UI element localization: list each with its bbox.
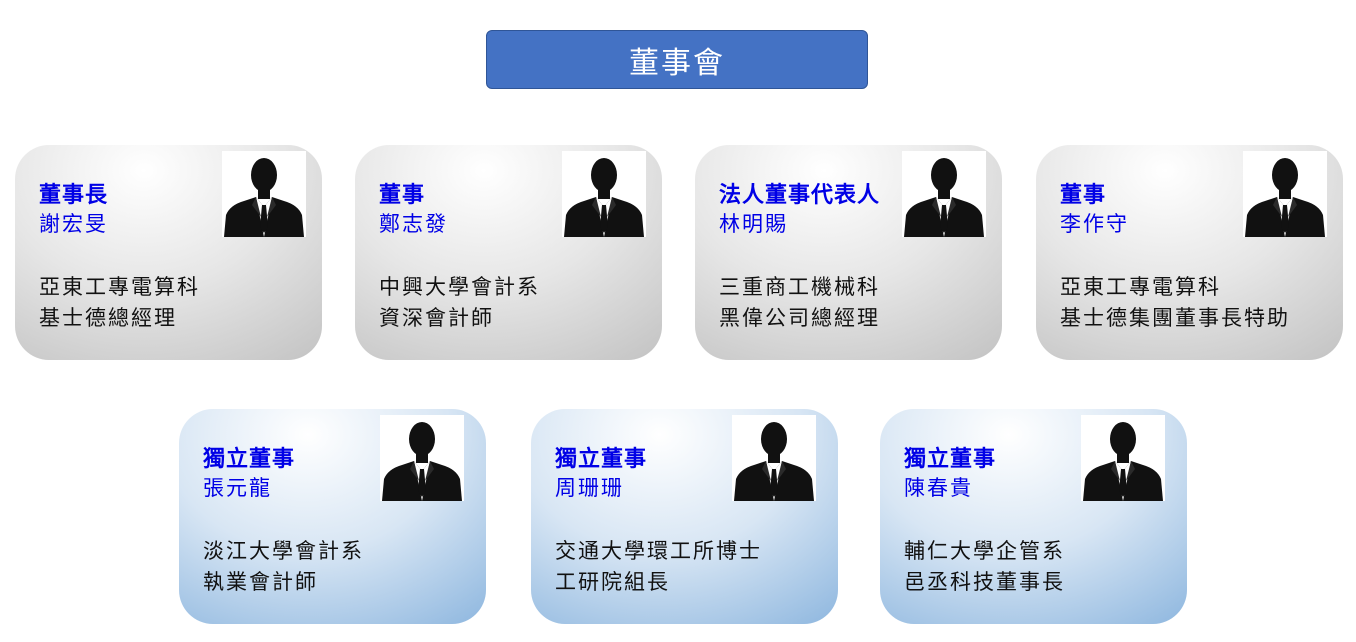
member-description: 三重商工機械科 黑偉公司總經理 (719, 272, 880, 334)
member-description-line: 交通大學環工所博士 (555, 539, 762, 563)
member-description-line: 執業會計師 (203, 570, 318, 594)
member-name: 謝宏旻 (39, 212, 108, 236)
person-silhouette-icon (1081, 415, 1165, 501)
member-description: 亞東工專電算科 基士德集團董事長特助 (1060, 272, 1290, 334)
member-description: 輔仁大學企管系 邑丞科技董事長 (904, 536, 1065, 598)
member-description-line: 輔仁大學企管系 (904, 539, 1065, 563)
member-description-line: 黑偉公司總經理 (719, 306, 880, 330)
member-card-independent-3: 獨立董事 陳春貴 輔仁大學企管系 邑丞科技董事長 (880, 409, 1187, 624)
member-card-corporate-representative: 法人董事代表人 林明賜 三重商工機械科 黑偉公司總經理 (695, 145, 1002, 360)
member-card-director-1: 董事 鄭志發 中興大學會計系 資深會計師 (355, 145, 662, 360)
member-description: 中興大學會計系 資深會計師 (379, 272, 540, 334)
member-description-line: 邑丞科技董事長 (904, 570, 1065, 594)
member-name: 張元龍 (203, 476, 272, 500)
person-silhouette-icon (732, 415, 816, 501)
member-card-independent-1: 獨立董事 張元龍 淡江大學會計系 執業會計師 (179, 409, 486, 624)
member-description: 亞東工專電算科 基士德總經理 (39, 272, 200, 334)
member-role: 董事 (1060, 182, 1107, 208)
person-silhouette-icon (1243, 151, 1327, 237)
member-description-line: 三重商工機械科 (719, 275, 880, 299)
member-description-line: 資深會計師 (379, 306, 494, 330)
person-silhouette-icon (380, 415, 464, 501)
member-description: 交通大學環工所博士 工研院組長 (555, 536, 762, 598)
member-description-line: 亞東工專電算科 (39, 275, 200, 299)
member-description-line: 淡江大學會計系 (203, 539, 364, 563)
person-silhouette-icon (222, 151, 306, 237)
member-name: 李作守 (1060, 212, 1129, 236)
member-name: 鄭志發 (379, 212, 448, 236)
member-name: 林明賜 (719, 212, 788, 236)
member-card-director-2: 董事 李作守 亞東工專電算科 基士德集團董事長特助 (1036, 145, 1343, 360)
member-role: 獨立董事 (555, 446, 648, 472)
person-silhouette-icon (562, 151, 646, 237)
member-name: 陳春貴 (904, 476, 973, 500)
member-role: 董事長 (39, 182, 109, 208)
member-role: 獨立董事 (203, 446, 296, 472)
member-role: 法人董事代表人 (719, 182, 881, 208)
member-role: 董事 (379, 182, 426, 208)
member-card-independent-2: 獨立董事 周珊珊 交通大學環工所博士 工研院組長 (531, 409, 838, 624)
member-description-line: 基士德集團董事長特助 (1060, 306, 1290, 330)
member-role: 獨立董事 (904, 446, 997, 472)
member-name: 周珊珊 (555, 476, 624, 500)
person-silhouette-icon (902, 151, 986, 237)
member-description-line: 工研院組長 (555, 570, 670, 594)
member-description-line: 中興大學會計系 (379, 275, 540, 299)
board-title: 董事會 (486, 30, 868, 89)
member-description-line: 基士德總經理 (39, 306, 177, 330)
member-description-line: 亞東工專電算科 (1060, 275, 1221, 299)
member-description: 淡江大學會計系 執業會計師 (203, 536, 364, 598)
member-card-chairman: 董事長 謝宏旻 亞東工專電算科 基士德總經理 (15, 145, 322, 360)
